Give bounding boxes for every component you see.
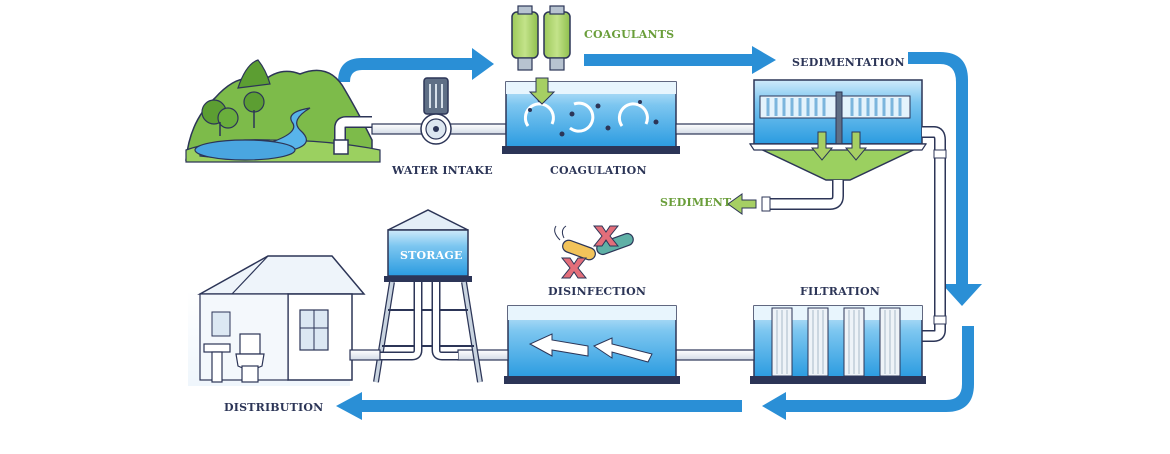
dosing-arrow-icon — [528, 77, 556, 105]
sediment-arrow-icon — [727, 193, 757, 215]
water-pump-icon — [420, 77, 452, 145]
flow-arrow-intake — [338, 48, 494, 82]
label-filtration: FILTRATION — [800, 285, 881, 298]
x-mark-icon — [560, 225, 620, 279]
pipe — [349, 349, 381, 361]
sink-icon — [203, 343, 231, 383]
label-distribution: DISTRIBUTION — [224, 401, 324, 414]
label-coagulants: COAGULANTS — [584, 28, 675, 41]
bacteria-icon — [554, 225, 634, 261]
flow-arrow-to-distribution — [336, 392, 742, 420]
circular-arrows-icon — [523, 101, 649, 133]
pipe — [675, 349, 755, 361]
label-sedimentation: SEDIMENTATION — [792, 56, 905, 69]
label-coagulation: COAGULATION — [550, 164, 647, 177]
toilet-icon — [235, 333, 265, 383]
disinfection-tank — [504, 305, 680, 384]
label-disinfection: DISINFECTION — [548, 285, 647, 298]
flow-arrow-right-down — [908, 52, 982, 306]
tree-icon — [201, 99, 239, 136]
pipe — [457, 349, 509, 361]
tree-icon — [243, 91, 265, 128]
pipe — [675, 123, 755, 135]
flow-arrow-bottom-right — [762, 326, 974, 420]
coagulation-tank — [502, 81, 680, 154]
label-water-intake: WATER INTAKE — [392, 164, 493, 177]
water-tower-icon — [360, 209, 483, 383]
pipe — [761, 126, 947, 342]
hill-landscape-icon — [185, 59, 381, 163]
coagulant-bottle-icon — [543, 5, 571, 71]
sedimentation-tank — [748, 79, 928, 181]
label-storage: STORAGE — [400, 249, 463, 262]
label-sediment: SEDIMENT — [660, 196, 732, 209]
flow-arrow-to-sedimentation — [584, 46, 776, 74]
filtration-tank — [750, 305, 926, 384]
coagulant-bottle-icon — [511, 5, 539, 71]
